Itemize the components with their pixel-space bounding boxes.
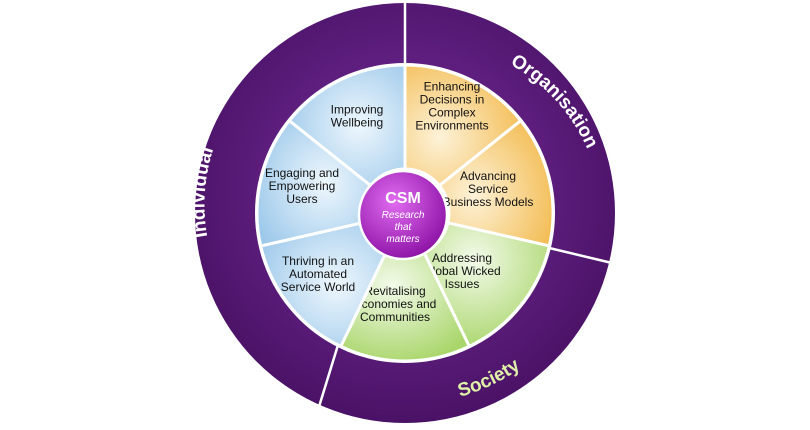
ring-divider-right: [544, 245, 613, 265]
segment-line: Wellbeing: [331, 116, 383, 130]
segment-line: Economies and: [354, 297, 437, 311]
segment-advancing-service: [437, 118, 555, 248]
segment-line: Addressing: [432, 251, 492, 265]
segment-line: Revitalising: [364, 284, 425, 298]
segment-line: Decisions in: [420, 93, 485, 107]
segment-line: Users: [286, 192, 317, 206]
center-subtitle-1: Research: [382, 210, 425, 221]
segment-line: Complex: [428, 106, 475, 120]
segment-line: Issues: [445, 277, 480, 291]
segment-line: Environments: [415, 119, 488, 133]
segment-enhancing-decisions: [403, 63, 523, 188]
segment-line: Engaging and: [265, 166, 339, 180]
segment-line: Global Wicked: [423, 264, 500, 278]
segment-line: Advancing: [460, 169, 516, 183]
ring-divider-left: [316, 344, 340, 411]
center-title: CSM: [385, 190, 421, 207]
segment-line: Empowering: [269, 179, 336, 193]
segment-line: Service World: [281, 280, 355, 294]
segment-line: Automated: [289, 267, 347, 281]
segment-line: Service: [468, 182, 508, 196]
center-circle: [357, 169, 449, 261]
segment-line: Communities: [360, 310, 430, 324]
segment-line: Thriving in an: [282, 254, 354, 268]
segment-line: Improving: [331, 103, 384, 117]
segment-line: Enhancing: [424, 80, 481, 94]
center-subtitle-3: matters: [386, 234, 419, 245]
center-subtitle-2: that: [395, 222, 413, 233]
segment-line: Business Models: [443, 195, 534, 209]
